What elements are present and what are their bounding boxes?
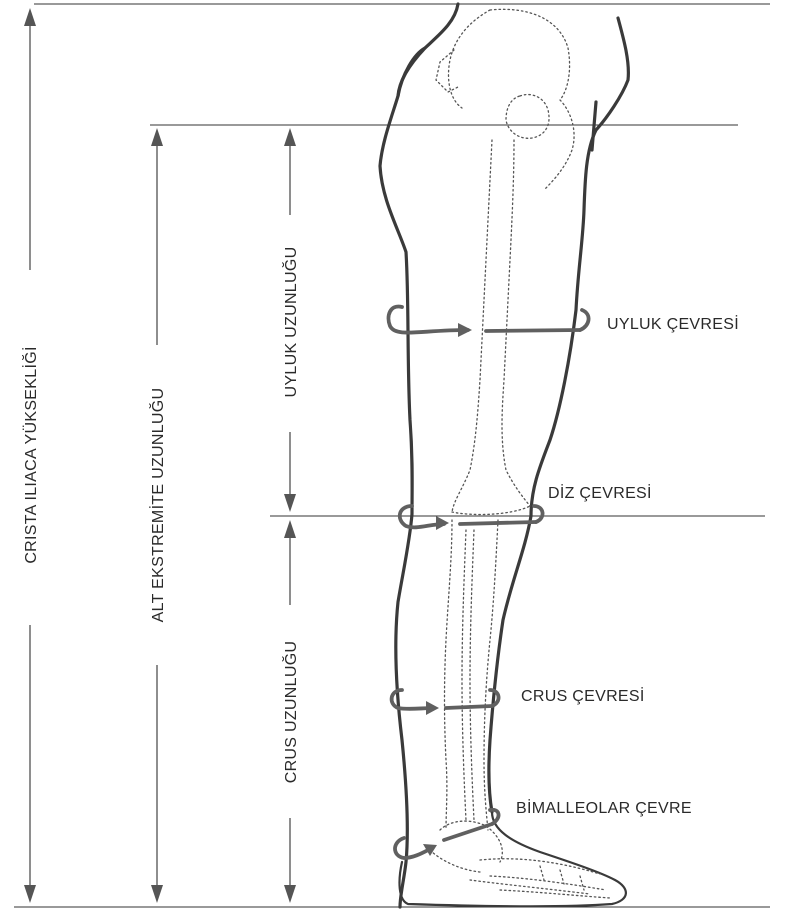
arrowhead-down-icon (284, 494, 296, 512)
bimalleolar-cevre-label: BİMALLEOLAR ÇEVRE (516, 798, 692, 817)
arrowhead-up-icon (284, 520, 296, 538)
uyluk-uzunlugu-label: UYLUK UZUNLUĞU (281, 247, 300, 398)
arrowhead-up-icon (24, 8, 36, 26)
crus-uzunlugu-label: CRUS UZUNLUĞU (281, 641, 300, 784)
arrowhead-down-icon (24, 885, 36, 903)
skeleton-dotted (430, 9, 610, 898)
uyluk-cevresi-ring (389, 307, 589, 337)
arrowhead-up-icon (151, 128, 163, 146)
alt-ekstremite-label: ALT EKSTREMİTE UZUNLUĞU (148, 388, 167, 623)
pelvis-bone (436, 9, 574, 190)
arrow-right-icon (436, 516, 449, 530)
buttock-contour (398, 48, 425, 96)
arrowhead-down-icon (284, 885, 296, 903)
arrow-right-icon (458, 323, 472, 337)
arrowhead-down-icon (151, 885, 163, 903)
alt-ekstremite-dimension: ALT EKSTREMİTE UZUNLUĞU (148, 128, 167, 903)
uyluk-uzunlugu-dimension: UYLUK UZUNLUĞU (281, 128, 300, 512)
crus-uzunlugu-dimension: CRUS UZUNLUĞU (281, 520, 300, 903)
crista-iliaca-dimension: CRISTA ILIACA YÜKSEKLİĞİ (21, 8, 40, 903)
hip-marker (592, 102, 596, 150)
arrowhead-up-icon (284, 128, 296, 146)
uyluk-cevresi-label: UYLUK ÇEVRESİ (607, 314, 739, 333)
fibula-bone (462, 530, 474, 820)
arrow-right-icon (426, 701, 439, 715)
crista-iliaca-label: CRISTA ILIACA YÜKSEKLİĞİ (21, 346, 40, 563)
diz-cevresi-label: DİZ ÇEVRESİ (548, 483, 652, 502)
crus-cevresi-ring (392, 690, 499, 715)
crus-cevresi-label: CRUS ÇEVRESİ (521, 686, 645, 705)
foot-bones (430, 821, 610, 898)
